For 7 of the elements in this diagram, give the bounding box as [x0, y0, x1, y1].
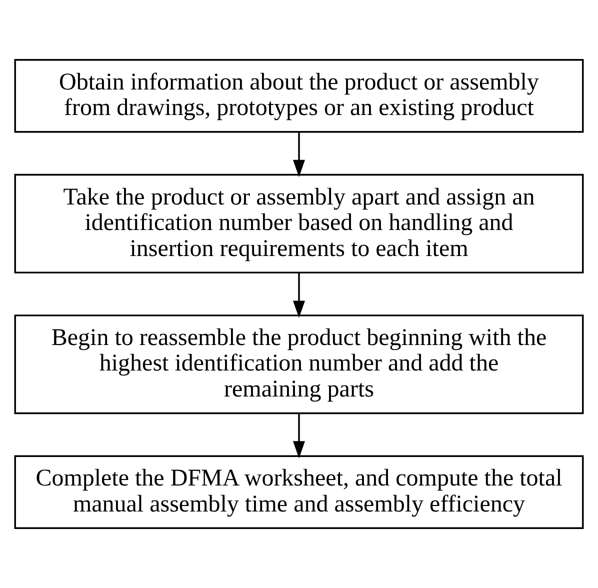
node-box: Complete the DFMA worksheet, and compute the total manual assembly time and assembly efficiency	[14, 455, 584, 529]
node-box: Begin to reassemble the product beginning with the highest identification number and add the remaining parts	[14, 314, 584, 414]
node-box: Obtain information about the product or assembly from drawings, prototypes or an existing product	[14, 59, 584, 133]
arrow	[292, 414, 306, 458]
arrow	[292, 272, 306, 318]
node-box: Take the product or assembly apart and assign an identification number based on handling and insertion requirements to each item	[14, 174, 584, 274]
arrow	[292, 132, 306, 178]
